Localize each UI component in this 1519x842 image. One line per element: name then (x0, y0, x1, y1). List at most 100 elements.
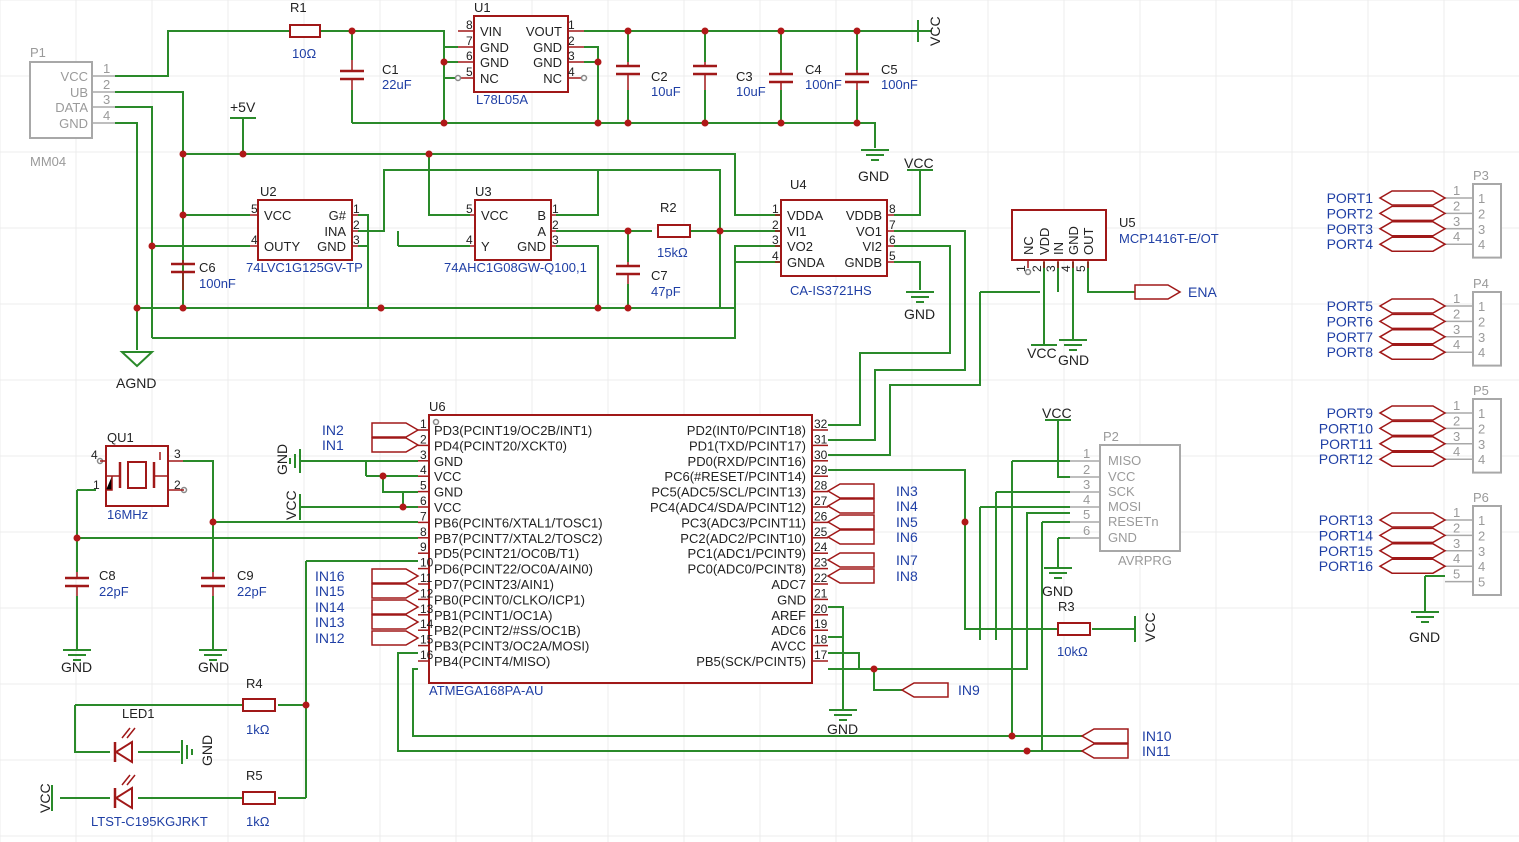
net-flag-in11[interactable]: IN11 (1080, 743, 1171, 759)
gnd-label-u4: GND (904, 306, 935, 322)
net-flag-in1[interactable]: IN1 (322, 437, 420, 453)
driver-u5[interactable]: U5 MCP1416T-E/OT NC VDD IN GND OUT 1 2 3… (1011, 209, 1219, 276)
p3-port-1: PORT1 (1327, 190, 1374, 206)
p4-inner-num-1: 1 (1478, 299, 1485, 314)
capacitor-c7[interactable]: C7 47pF (616, 262, 681, 299)
u1-num-4: 4 (568, 65, 575, 79)
p6-num-4: 4 (1453, 551, 1460, 566)
net-flag-in15[interactable]: IN15 (315, 583, 420, 599)
led1-value: LTST-C195KGJRKT (91, 814, 208, 829)
net-flag-in12[interactable]: IN12 (315, 630, 420, 646)
r3-ref: R3 (1058, 599, 1075, 614)
led-led1[interactable]: LED1 LTST-C195KGJRKT (91, 706, 208, 829)
gnd-label-u5: GND (1058, 352, 1089, 368)
u4-num-1: 1 (772, 202, 779, 216)
net-flag-in11-label: IN11 (1142, 743, 1171, 759)
p2-ref: P2 (1103, 429, 1119, 444)
net-flag-in5[interactable]: IN5 (826, 514, 918, 530)
and-gate-u3[interactable]: U3 74AHC1G08GW-Q100,1 VCC Y B A GND 5 4 … (444, 184, 587, 275)
gnd-symbol-u1: GND (858, 149, 889, 184)
capacitor-c2[interactable]: C2 10uF (616, 62, 681, 99)
p5-inner-num-3: 3 (1478, 437, 1485, 452)
net-flag-in14[interactable]: IN14 (315, 599, 420, 615)
connector-p2[interactable]: P2 AVRPRG MISO VCC SCK MOSI RESETn GND 1… (1070, 429, 1181, 568)
u6-right-num-11: 22 (814, 571, 828, 585)
buffer-u2[interactable]: U2 74LVC1G125GV-TP VCC OUTY G# INA GND 5… (246, 184, 363, 275)
isolator-u4[interactable]: U4 CA-IS3721HS VDDA VI1 VO2 GNDA VDDB VO… (772, 177, 896, 298)
u4-num-8: 8 (889, 202, 896, 216)
capacitor-c3[interactable]: C3 10uF (693, 62, 766, 99)
net-flag-in2[interactable]: IN2 (322, 422, 420, 438)
p5-inner-num-4: 4 (1478, 452, 1485, 467)
vcc-label-u6-left: VCC (283, 490, 299, 520)
c3-ref: C3 (736, 69, 753, 84)
resistor-r1[interactable]: R1 10Ω (289, 0, 321, 61)
capacitor-c4[interactable]: C4 100nF (769, 62, 842, 92)
capacitor-c6[interactable]: C6 100nF (171, 260, 236, 291)
net-flag-in16[interactable]: IN16 (315, 568, 420, 584)
regulator-u1[interactable]: U1 L78L05A VIN GND GND NC VOUT GND GND N… (454, 0, 588, 107)
gnd-label-u1: GND (858, 168, 889, 184)
capacitor-c5[interactable]: C5 100nF (845, 62, 918, 92)
p5-inner-num-1: 1 (1478, 406, 1485, 421)
u6-right-pin-10: PC0(ADC0/PCINT8) (688, 562, 806, 577)
net-flag-in5-label: IN5 (896, 514, 918, 530)
p6-port-2: PORT14 (1319, 527, 1373, 543)
resistor-r5[interactable]: R5 1kΩ (242, 768, 276, 829)
resistor-r2[interactable]: R2 15kΩ (657, 200, 691, 260)
gnd-label-c8: GND (61, 659, 92, 675)
u6-right-pin-9: PC1(ADC1/PCINT9) (688, 546, 806, 561)
qu1-num-3: 3 (174, 447, 181, 461)
resistor-r4[interactable]: R4 1kΩ (242, 676, 276, 737)
u6-right-num-8: 25 (814, 525, 828, 539)
net-flag-in4[interactable]: IN4 (826, 498, 918, 514)
u6-right-num-2: 31 (814, 432, 828, 446)
net-flag-in4-label: IN4 (896, 498, 918, 514)
u6-left-pin-7: PB6(PCINT6/XTAL1/TOSC1) (434, 515, 603, 530)
u4-num-4: 4 (772, 249, 779, 263)
net-flag-in8[interactable]: IN8 (826, 568, 918, 584)
junctions (73, 27, 1031, 755)
capacitor-c9[interactable]: C9 22pF (201, 568, 267, 599)
net-flag-ena[interactable]: ENA (1134, 284, 1217, 300)
net-flag-in13[interactable]: IN13 (315, 614, 420, 630)
u5-num-1: 1 (1014, 265, 1028, 272)
u6-right-pin-14: ADC6 (771, 623, 806, 638)
u6-left-num-9: 9 (420, 540, 427, 554)
net-flag-in9[interactable]: IN9 (900, 682, 980, 698)
p3-num-4: 4 (1453, 229, 1460, 244)
net-flag-in2-label: IN2 (322, 422, 344, 438)
u6-right-pin-5: PC5(ADC5/SCL/PCINT13) (651, 485, 806, 500)
p5-inner-num-2: 2 (1478, 421, 1485, 436)
connector-p1[interactable]: P1 MM04 VCC UB DATA GND 1 2 3 4 (29, 45, 115, 169)
gnd-symbol-p6: GND (1409, 611, 1440, 645)
net-flag-in10[interactable]: IN10 (1080, 728, 1172, 744)
net-flag-in3[interactable]: IN3 (826, 483, 918, 499)
u6-left-num-12: 12 (420, 586, 434, 600)
p4-inner-num-4: 4 (1478, 345, 1485, 360)
resistor-r3[interactable]: R3 10kΩ (1057, 599, 1091, 659)
gnd-label-c9: GND (198, 659, 229, 675)
capacitor-c8[interactable]: C8 22pF (65, 568, 129, 599)
p3-port-4: PORT4 (1327, 236, 1374, 252)
p1-pin-data: DATA (55, 100, 88, 115)
p6-num-1: 1 (1453, 505, 1460, 520)
u1-num-1: 1 (568, 18, 575, 32)
crystal-qu1[interactable]: QU1 16MHz 4 3 1 2 (91, 430, 188, 522)
u1-num-6: 6 (466, 49, 473, 63)
c1-ref: C1 (382, 62, 399, 77)
u3-pin-gnd: GND (517, 239, 546, 254)
r5-ref: R5 (246, 768, 263, 783)
u6-right-pin-1: PD2(INT0/PCINT18) (687, 423, 806, 438)
p1-num-1: 1 (103, 61, 110, 76)
capacitor-c1[interactable]: C1 22uF (340, 60, 412, 92)
u1-pin-gnd6: GND (480, 55, 509, 70)
net-flag-in7[interactable]: IN7 (826, 552, 918, 568)
net-flag-in6[interactable]: IN6 (826, 529, 918, 545)
